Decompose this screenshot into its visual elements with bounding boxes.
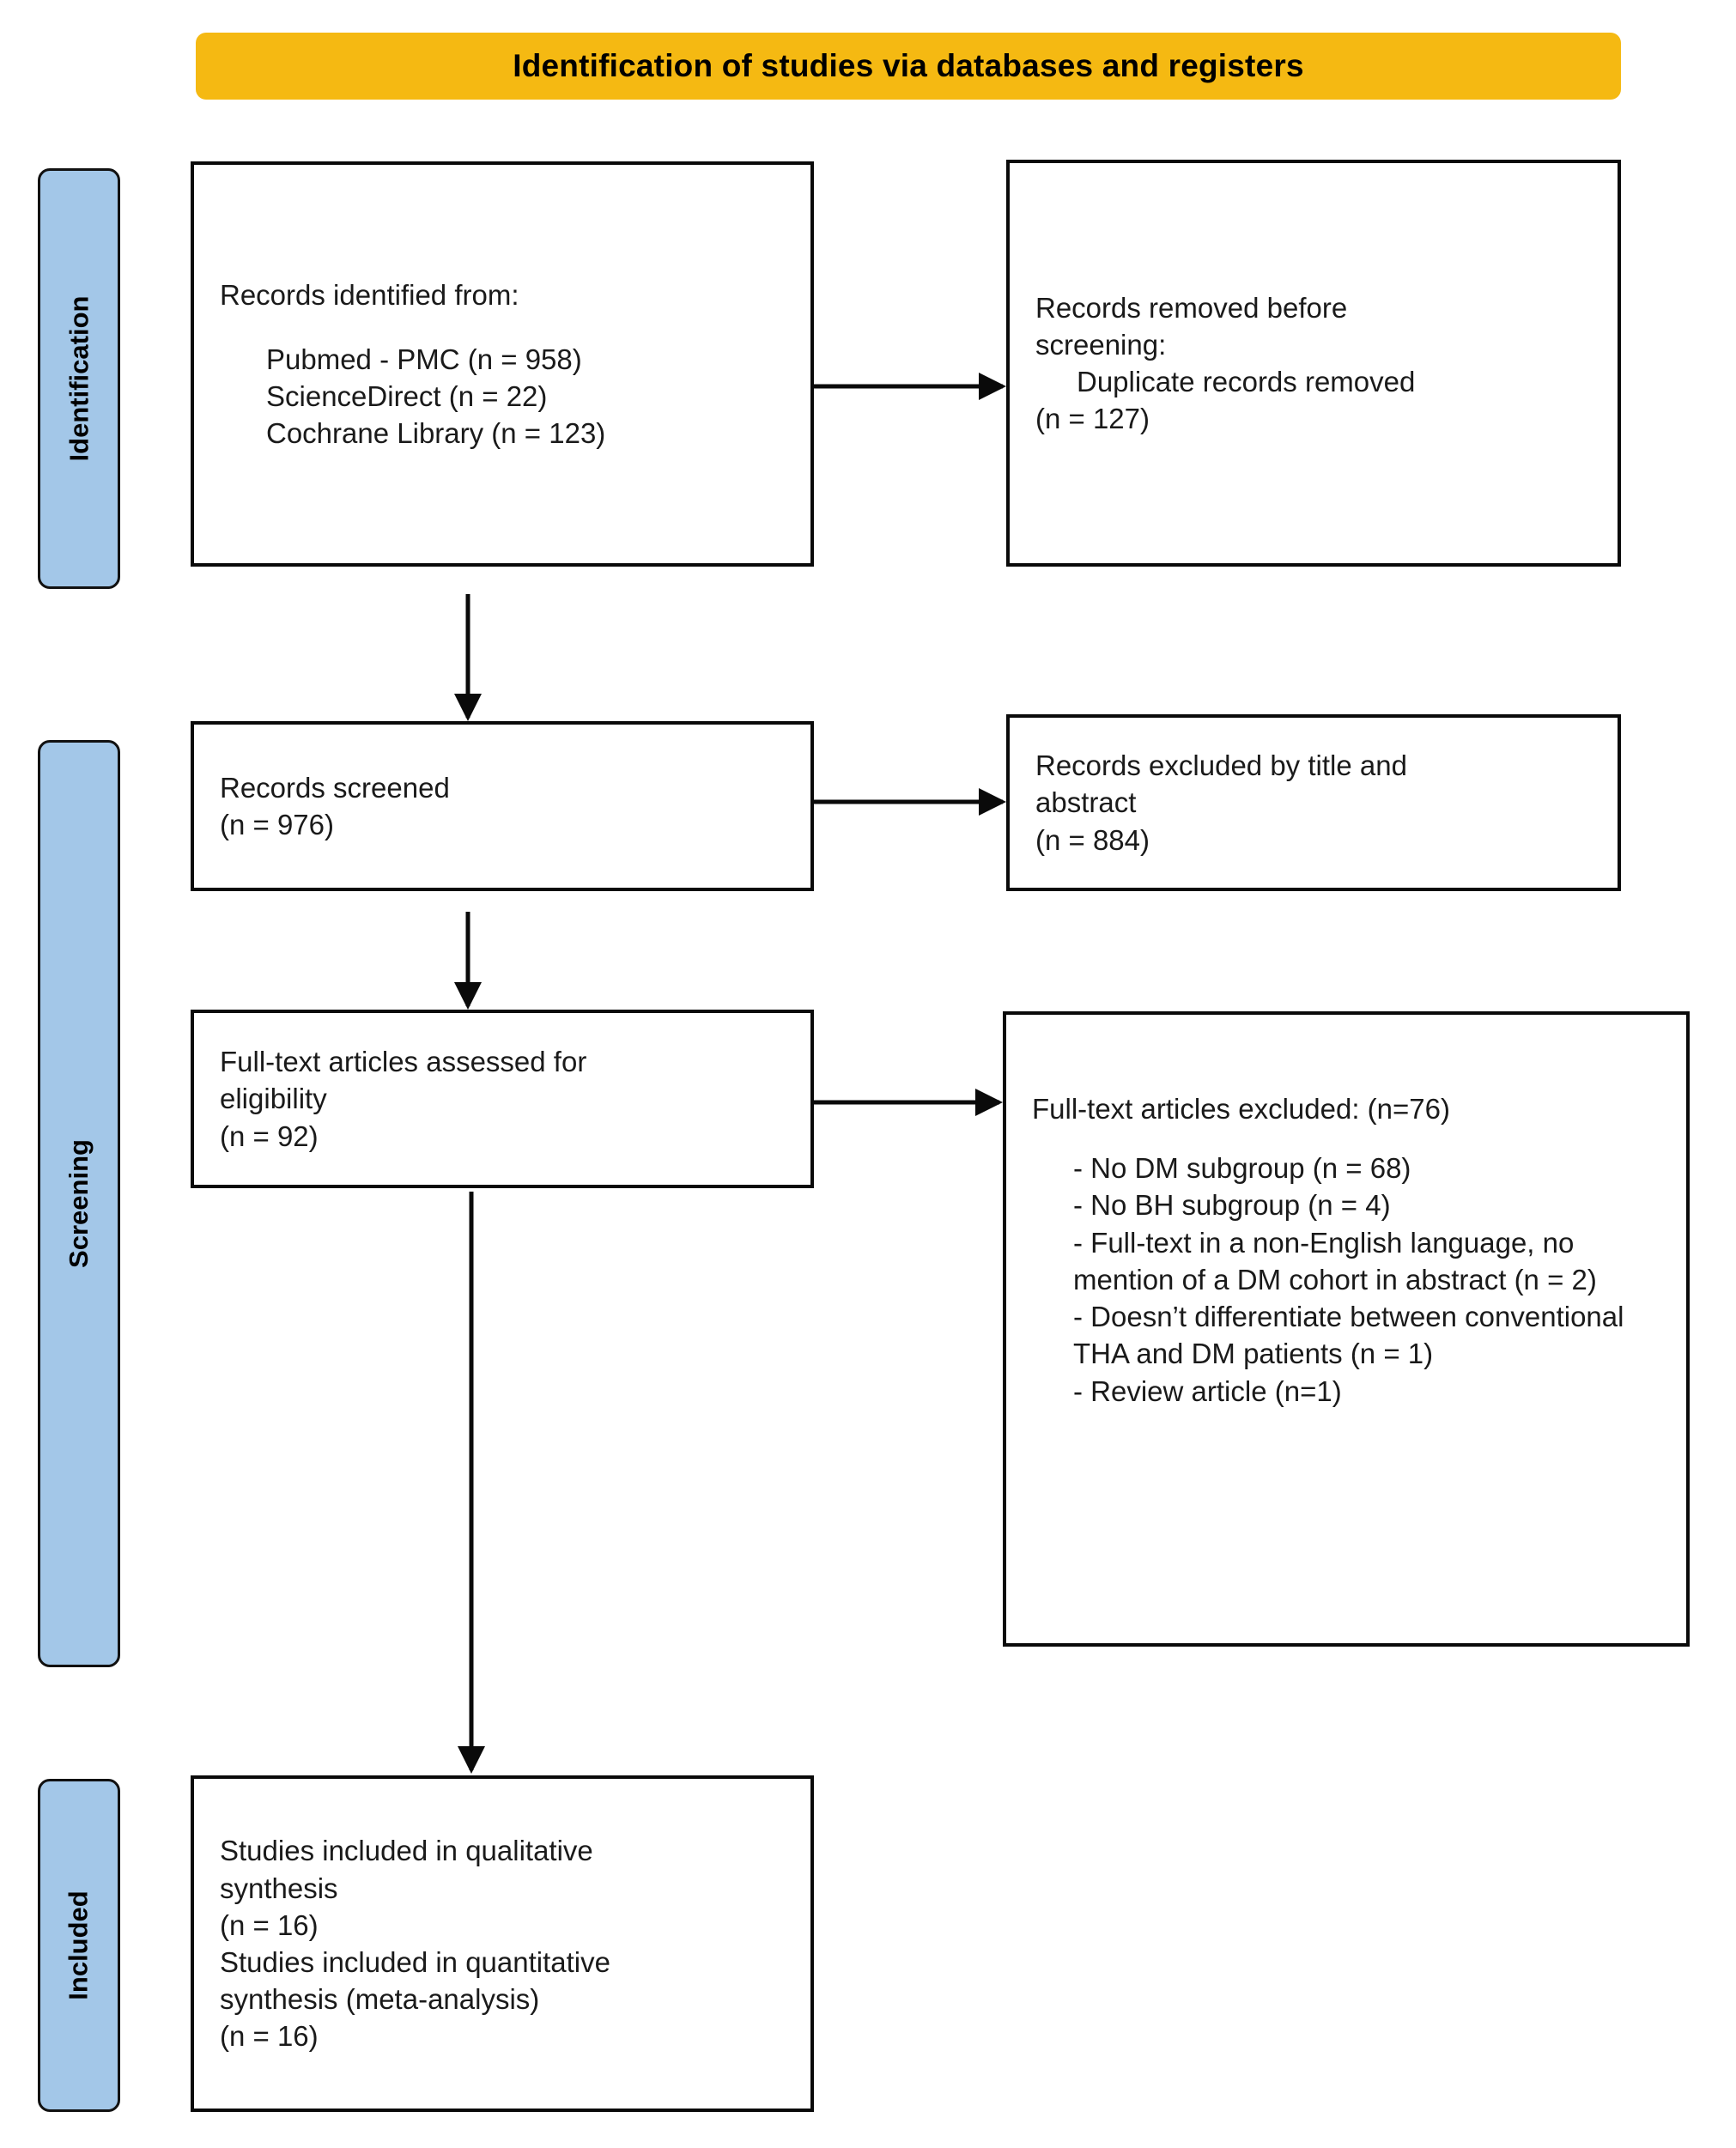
page-title: Identification of studies via databases … [513, 48, 1304, 83]
records-removed-heading-colon: : [1158, 328, 1167, 361]
studies-included-quantitative-line2: synthesis (meta-analysis) [220, 1983, 540, 2016]
records-excluded-heading-line1: Records excluded by title and [1035, 749, 1407, 782]
fulltext-excluded-reason-no-bh-subgroup: - No BH subgroup (n = 4) [1073, 1189, 1391, 1222]
diagram-title-banner: Identification of studies via databases … [196, 33, 1621, 100]
studies-included-qualitative-line1: Studies included in qualitative [220, 1835, 593, 1867]
records-removed-heading: Records removed before [1035, 289, 1592, 326]
stage-bar-screening: Screening [38, 740, 120, 1667]
fulltext-excluded-reason-non-english: - Full-text in a non-English language, n… [1073, 1226, 1597, 1295]
records-excluded-heading-line2: abstract [1035, 786, 1137, 819]
records-removed-heading-italic-screening: screening [1035, 328, 1159, 361]
stage-label-identification: Identification [64, 295, 94, 462]
box-records-removed-before-screening: Records removed before screening: Duplic… [1006, 160, 1621, 567]
box-records-identified: Records identified from: Pubmed - PMC (n… [191, 161, 814, 567]
records-removed-heading-plain: Records removed [1035, 291, 1267, 324]
box-records-screened: Records screened (n = 976) [191, 721, 814, 891]
box-records-excluded: Records excluded by title and abstract (… [1006, 714, 1621, 891]
box-studies-included: Studies included in qualitative synthesi… [191, 1775, 814, 2112]
records-identified-source-sciencedirect: ScienceDirect (n = 22) [266, 380, 548, 412]
box-fulltext-assessed: Full-text articles assessed for eligibil… [191, 1010, 814, 1188]
box-fulltext-excluded: Full-text articles excluded: (n=76) - No… [1003, 1011, 1690, 1647]
records-identified-source-pubmed: Pubmed - PMC (n = 958) [266, 343, 582, 375]
records-identified-heading: Records identified from: [220, 278, 519, 311]
records-screened-count: (n = 976) [220, 809, 334, 840]
studies-included-qualitative-line2: synthesis [220, 1872, 338, 1904]
stage-bar-included: Included [38, 1779, 120, 2112]
records-removed-count: (n = 127) [1035, 403, 1150, 435]
fulltext-assessed-heading-line1: Full-text articles assessed for [220, 1046, 587, 1078]
studies-included-quantitative-line1: Studies included in quantitative [220, 1946, 610, 1978]
records-screened-heading: Records screened [220, 771, 450, 804]
stage-label-screening: Screening [64, 1139, 94, 1268]
fulltext-assessed-heading-line2: eligibility [220, 1083, 327, 1115]
stage-label-included: Included [64, 1890, 94, 2000]
records-removed-heading-italic-before: before [1266, 291, 1348, 324]
fulltext-excluded-heading: Full-text articles excluded: (n=76) [1032, 1093, 1450, 1125]
fulltext-excluded-reason-review-article: - Review article (n=1) [1073, 1374, 1342, 1407]
fulltext-excluded-reason-no-dm-subgroup: - No DM subgroup (n = 68) [1073, 1152, 1411, 1185]
fulltext-excluded-reason-no-differentiation: - Doesn’t differentiate between conventi… [1073, 1301, 1632, 1370]
records-excluded-count: (n = 884) [1035, 823, 1150, 856]
stage-bar-identification: Identification [38, 168, 120, 589]
studies-included-quantitative-count: (n = 16) [220, 2020, 319, 2053]
studies-included-qualitative-count: (n = 16) [220, 1908, 319, 1941]
records-identified-source-cochrane: Cochrane Library (n = 123) [266, 417, 606, 450]
fulltext-assessed-count: (n = 92) [220, 1120, 319, 1152]
records-removed-heading-line2: screening: [1035, 326, 1592, 363]
records-removed-detail: Duplicate records removed [1077, 366, 1416, 397]
